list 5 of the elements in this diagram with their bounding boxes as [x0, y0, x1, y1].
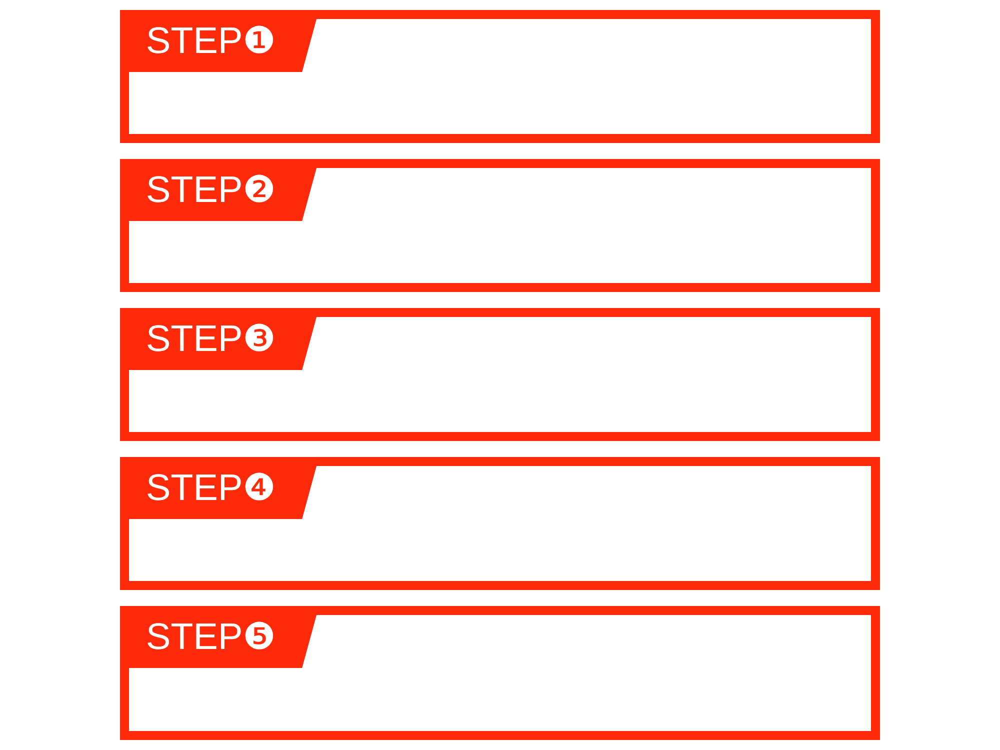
step-frame	[120, 308, 880, 441]
step-frame	[120, 606, 880, 740]
step-frame	[120, 10, 880, 143]
step-frame	[120, 457, 880, 590]
step-frame	[120, 159, 880, 292]
